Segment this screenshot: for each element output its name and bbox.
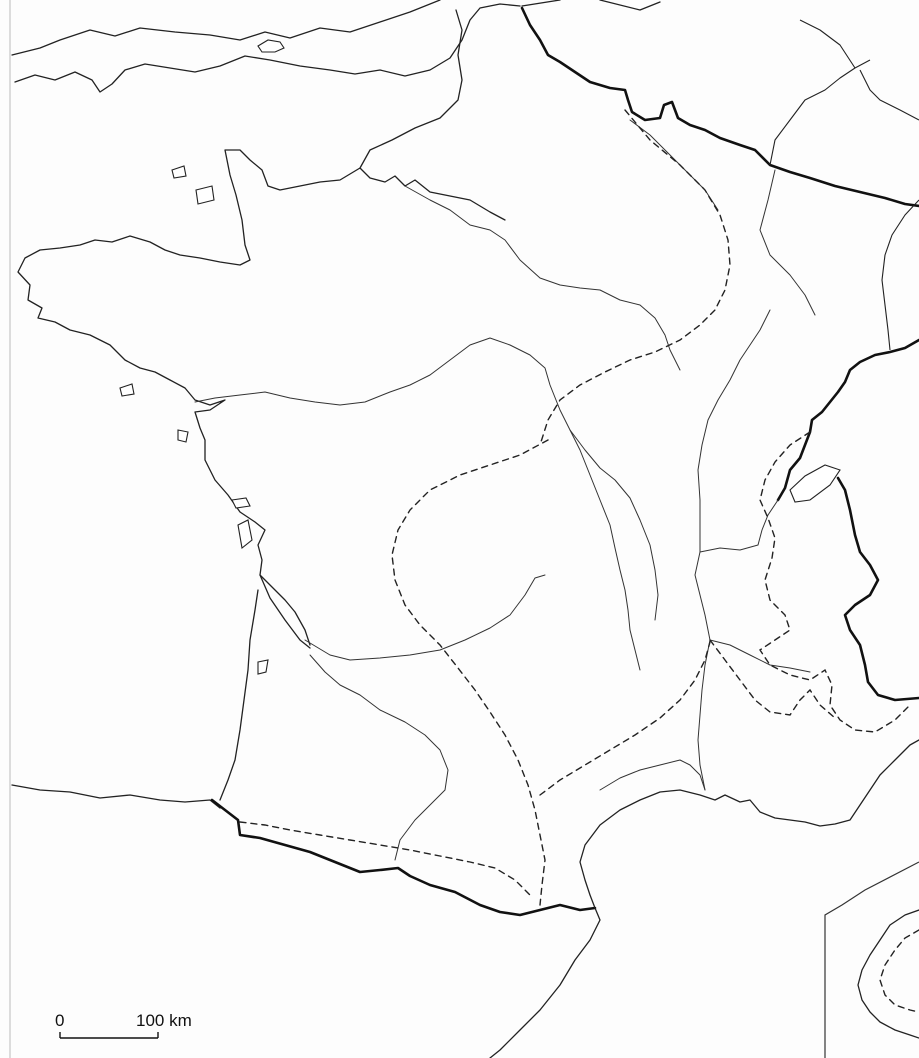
rhone-river <box>694 499 779 791</box>
france-west-coastline <box>17 9 506 801</box>
channel-island-small <box>171 165 187 179</box>
moselle-river <box>759 169 816 316</box>
south-east-relief-line <box>539 641 711 796</box>
re-island <box>231 497 251 509</box>
corsica-island <box>857 909 919 1039</box>
pyrenees-border <box>210 798 597 917</box>
garonne-river <box>304 574 546 661</box>
saone-river <box>697 309 771 553</box>
belle-ile <box>119 383 135 397</box>
paris-basin-relief-line <box>539 109 731 446</box>
dordogne-river <box>309 654 449 861</box>
corsica-relief-line <box>879 929 919 1013</box>
alps-relief-line-outer <box>759 431 911 733</box>
scale-bar: 0 100 km <box>55 1011 192 1039</box>
alps-relief-line-inner <box>709 639 836 719</box>
scale-bar-end-label: 100 km <box>136 1011 192 1030</box>
swiss-border <box>776 338 919 502</box>
germany-luxembourg-border <box>769 19 919 166</box>
gironde-estuary <box>259 574 311 649</box>
belgium-border <box>520 6 919 208</box>
aquitaine-relief-line <box>239 821 531 896</box>
durance-river <box>709 639 811 673</box>
scale-bar-start-label: 0 <box>55 1011 64 1030</box>
north-sea-coast <box>521 0 661 11</box>
isle-of-wight <box>257 39 285 53</box>
corsica-inset-frame <box>824 861 919 1058</box>
spain-mediterranean-coast <box>489 907 601 1058</box>
arcachon-bay <box>257 659 269 675</box>
france-mediterranean-coast <box>579 739 919 909</box>
massif-central-relief-line <box>391 439 549 906</box>
rhine-border <box>881 199 919 351</box>
spain-north-coast <box>11 784 221 809</box>
channel-islands <box>195 185 215 205</box>
meuse-river <box>629 119 719 211</box>
oleron-island <box>237 519 253 550</box>
italy-border <box>836 476 919 702</box>
noirmoutier-island <box>177 429 189 443</box>
seine-river <box>404 185 681 371</box>
lake-geneva <box>789 464 841 503</box>
rhone-delta-river <box>599 759 706 791</box>
loire-river <box>194 337 641 671</box>
allier-river <box>569 429 659 621</box>
